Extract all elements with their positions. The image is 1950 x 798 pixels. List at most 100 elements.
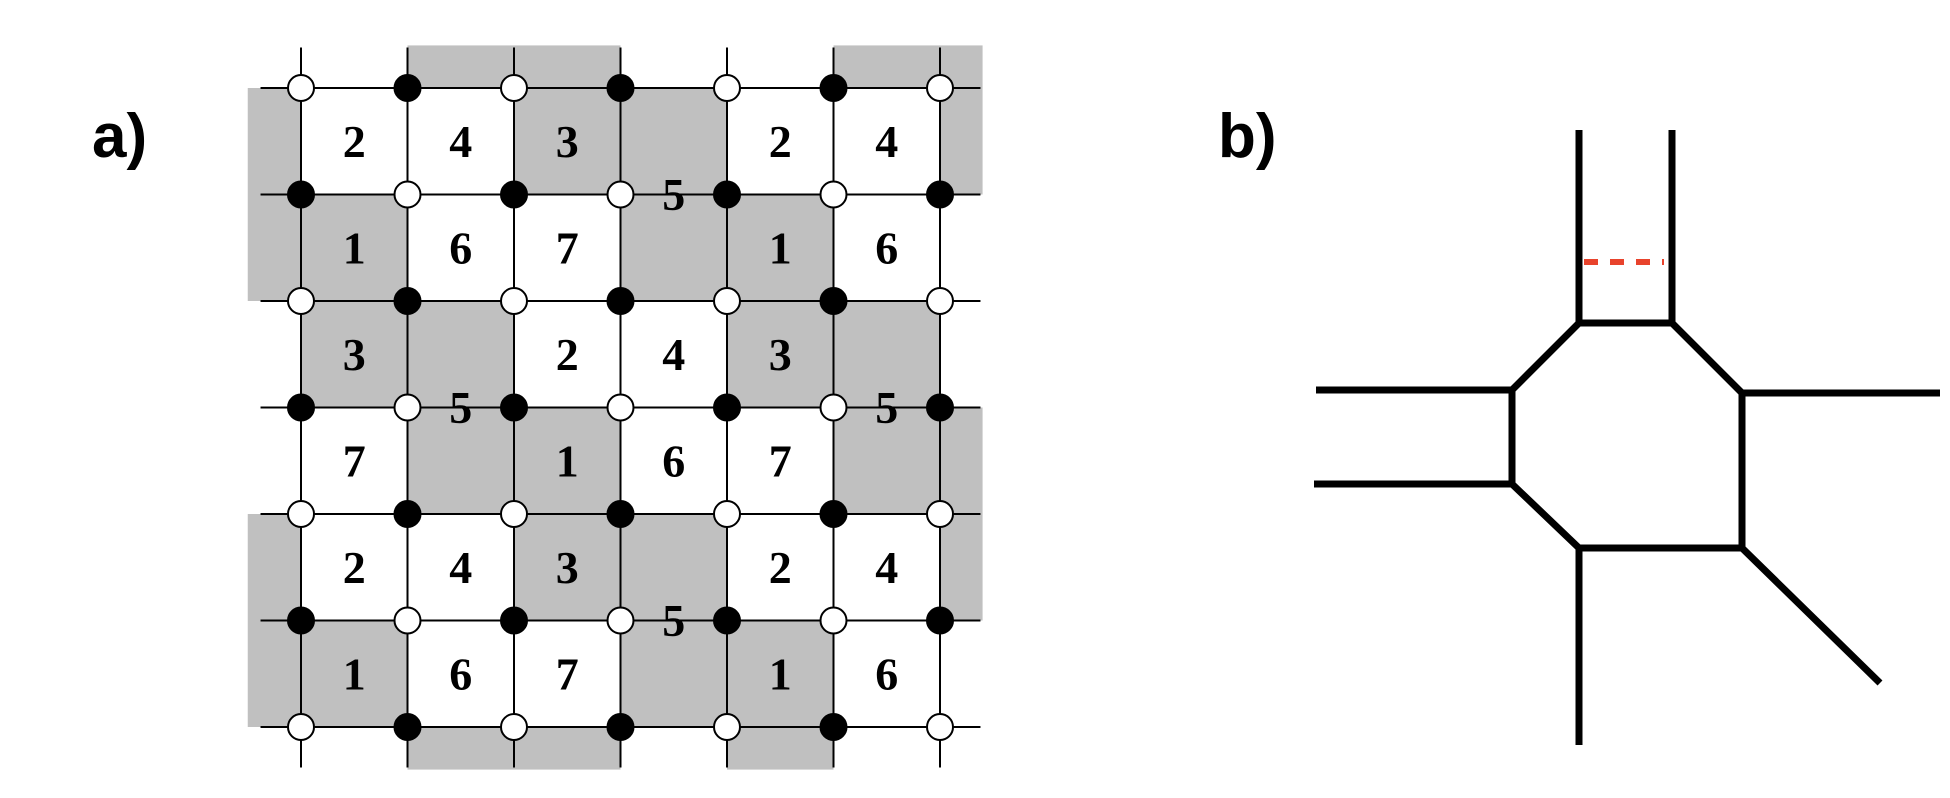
black-vertex <box>819 713 848 741</box>
cell-number: 2 <box>769 116 792 167</box>
white-vertex <box>606 393 635 422</box>
cell-number: 3 <box>556 542 579 593</box>
cell-number: 6 <box>875 222 898 273</box>
shaded-region <box>514 88 621 195</box>
white-vertex <box>926 74 954 102</box>
white-vertex <box>713 287 741 315</box>
shaded-region <box>514 407 621 514</box>
white-vertex <box>500 713 528 741</box>
black-vertex <box>393 74 422 102</box>
black-vertex <box>393 500 422 528</box>
shaded-region <box>727 194 834 301</box>
white-vertex <box>606 606 635 635</box>
black-vertex <box>500 606 528 635</box>
cell-number: 4 <box>662 329 685 380</box>
cell-number: 5 <box>449 382 472 433</box>
black-vertex <box>287 180 315 209</box>
shaded-region <box>301 194 408 301</box>
shaded-region <box>727 301 834 408</box>
white-vertex <box>287 287 315 315</box>
white-vertex <box>393 606 422 635</box>
white-vertex <box>926 713 954 741</box>
leg-bottom-right <box>1739 545 1883 686</box>
cell-number: 2 <box>343 542 366 593</box>
shaded-regions <box>247 45 983 770</box>
cell-number: 4 <box>449 542 472 593</box>
white-vertex <box>606 180 635 209</box>
black-vertex <box>500 180 528 209</box>
shaded-region <box>301 301 408 408</box>
cell-number: 2 <box>343 116 366 167</box>
black-vertex <box>926 180 954 209</box>
white-vertex <box>713 500 741 528</box>
white-vertex <box>500 74 528 102</box>
white-vertex <box>713 713 741 741</box>
black-vertex <box>500 393 528 422</box>
white-vertex <box>713 74 741 102</box>
white-vertex <box>819 606 848 635</box>
black-vertex <box>713 180 741 209</box>
black-vertex <box>926 606 954 635</box>
black-vertex <box>287 606 315 635</box>
white-vertex <box>926 500 954 528</box>
cell-number: 6 <box>875 648 898 699</box>
black-vertex <box>819 500 848 528</box>
black-vertex <box>393 287 422 315</box>
cell-number: 6 <box>662 435 685 486</box>
white-vertex <box>500 287 528 315</box>
black-vertex <box>606 287 635 315</box>
black-vertex <box>393 713 422 741</box>
cell-number: 7 <box>556 648 579 699</box>
panel-b-label: b) <box>1218 102 1277 171</box>
black-vertex <box>926 393 954 422</box>
panel-b-graph <box>1314 130 1940 745</box>
cell-number: 4 <box>875 116 898 167</box>
cell-number: 3 <box>769 329 792 380</box>
cell-number: 4 <box>449 116 472 167</box>
cell-number: 4 <box>875 542 898 593</box>
cell-number: 5 <box>662 169 685 220</box>
shaded-region <box>514 514 621 621</box>
white-vertex <box>500 500 528 528</box>
black-vertex <box>287 393 315 422</box>
cell-number: 5 <box>662 595 685 646</box>
white-vertex <box>926 287 954 315</box>
black-vertex <box>606 74 635 102</box>
white-vertex <box>287 500 315 528</box>
black-vertex <box>606 713 635 741</box>
cell-number: 6 <box>449 222 472 273</box>
shaded-region <box>727 727 834 770</box>
cell-number: 3 <box>343 329 366 380</box>
shaded-region <box>727 620 834 727</box>
white-vertex <box>287 74 315 102</box>
black-vertex <box>819 74 848 102</box>
black-vertex <box>819 287 848 315</box>
cell-number: 6 <box>449 648 472 699</box>
cell-number: 1 <box>556 435 579 486</box>
shaded-region <box>940 88 983 195</box>
cell-number: 2 <box>769 542 792 593</box>
cell-number: 2 <box>556 329 579 380</box>
grid-vertices <box>287 74 954 741</box>
black-vertex <box>606 500 635 528</box>
cell-number: 1 <box>343 222 366 273</box>
cell-number: 7 <box>343 435 366 486</box>
octagon-face <box>1508 319 1746 552</box>
cell-number: 3 <box>556 116 579 167</box>
cell-number: 1 <box>769 648 792 699</box>
white-vertex <box>287 713 315 741</box>
white-vertex <box>393 180 422 209</box>
white-vertex <box>393 393 422 422</box>
panel-a-label: a) <box>92 102 148 171</box>
cell-number: 1 <box>343 648 366 699</box>
shaded-region <box>833 45 983 88</box>
white-vertex <box>819 393 848 422</box>
shaded-region <box>301 620 408 727</box>
white-vertex <box>819 180 848 209</box>
black-vertex <box>713 393 741 422</box>
cell-number: 7 <box>769 435 792 486</box>
cell-number: 1 <box>769 222 792 273</box>
